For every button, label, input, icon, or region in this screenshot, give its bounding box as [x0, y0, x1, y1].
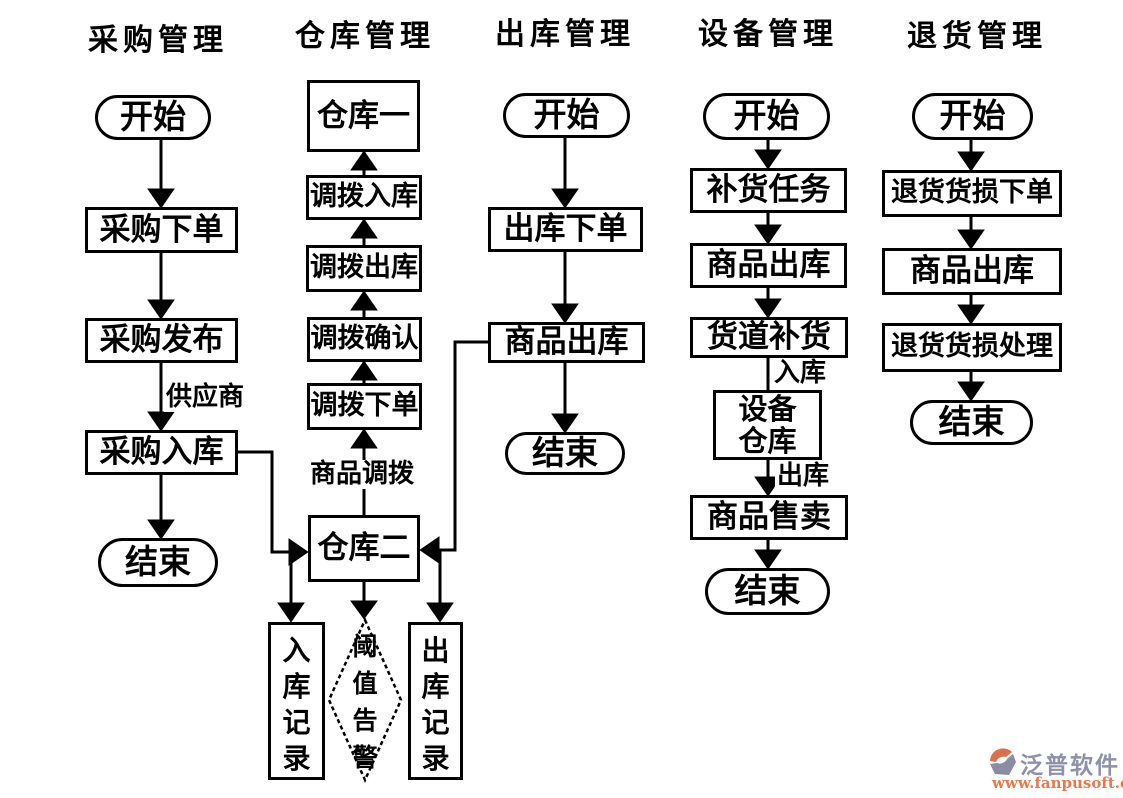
node-equipment-goods-out: 商品出库	[690, 243, 847, 288]
edges-outbound	[419, 138, 579, 623]
edges-purchase	[147, 140, 309, 623]
inbound-record-label: 入库记录	[282, 634, 311, 775]
node-returns-end: 结束	[910, 400, 1033, 445]
node-warehouse-two: 仓库二	[308, 515, 420, 582]
node-outbound-order: 出库下单	[488, 207, 643, 252]
node-returns-start: 开始	[912, 93, 1033, 140]
node-purchase-inbound: 采购入库	[85, 430, 238, 475]
edges-equipment	[754, 140, 782, 570]
outbound-record-label: 出库记录	[421, 634, 450, 775]
node-outbound-goods-out: 商品出库	[488, 322, 645, 363]
node-returns-process: 退货货损处理	[882, 323, 1062, 372]
node-equipment-start: 开始	[703, 93, 830, 140]
edge-label-supplier: 供应商	[164, 382, 247, 413]
node-replenish-task: 补货任务	[690, 168, 847, 213]
column-title-warehouse: 仓库管理	[295, 19, 435, 54]
edge-label-outbound: 出库	[775, 461, 832, 492]
node-outbound-end: 结束	[505, 432, 625, 475]
edge-label-inbound: 入库	[772, 358, 829, 389]
node-transfer-inbound: 调拨入库	[306, 175, 422, 220]
node-equipment-warehouse: 设备 仓库	[713, 390, 822, 460]
node-transfer-order: 调拨下单	[307, 383, 422, 430]
node-purchase-start: 开始	[95, 95, 211, 140]
node-lane-replenish: 货道补货	[690, 317, 848, 358]
node-equipment-end: 结束	[705, 568, 830, 615]
node-purchase-publish: 采购发布	[85, 318, 238, 363]
edge-label-goods-transfer: 商品调拨	[308, 459, 417, 490]
node-returns-goods-out: 商品出库	[882, 248, 1062, 295]
node-warehouse-one: 仓库一	[307, 80, 420, 152]
watermark-brand-text: 泛普软件	[1020, 753, 1120, 779]
watermark: 泛普软件 www.fanpusoft.com	[986, 744, 1123, 794]
node-goods-sale: 商品售卖	[690, 495, 848, 540]
node-outbound-start: 开始	[503, 93, 630, 138]
node-purchase-order: 采购下单	[85, 207, 238, 253]
threshold-diamond-shape	[327, 616, 403, 784]
node-purchase-end: 结束	[98, 538, 218, 587]
node-outbound-record: 出库记录	[408, 622, 463, 780]
fanpu-logo-icon	[990, 748, 1016, 775]
node-transfer-outbound: 调拨出库	[306, 245, 422, 292]
node-threshold-alert: 阈值告警	[352, 632, 378, 772]
edges-returns	[957, 140, 985, 402]
watermark-url-text: www.fanpusoft.com	[992, 774, 1123, 792]
node-transfer-confirm: 调拨确认	[307, 317, 422, 362]
column-title-outbound: 出库管理	[495, 17, 635, 52]
node-returns-order: 退货货损下单	[882, 170, 1062, 217]
column-title-equipment: 设备管理	[698, 17, 838, 52]
node-inbound-record: 入库记录	[268, 622, 325, 780]
column-title-purchase: 采购管理	[88, 23, 228, 58]
column-title-returns: 退货管理	[907, 19, 1047, 54]
